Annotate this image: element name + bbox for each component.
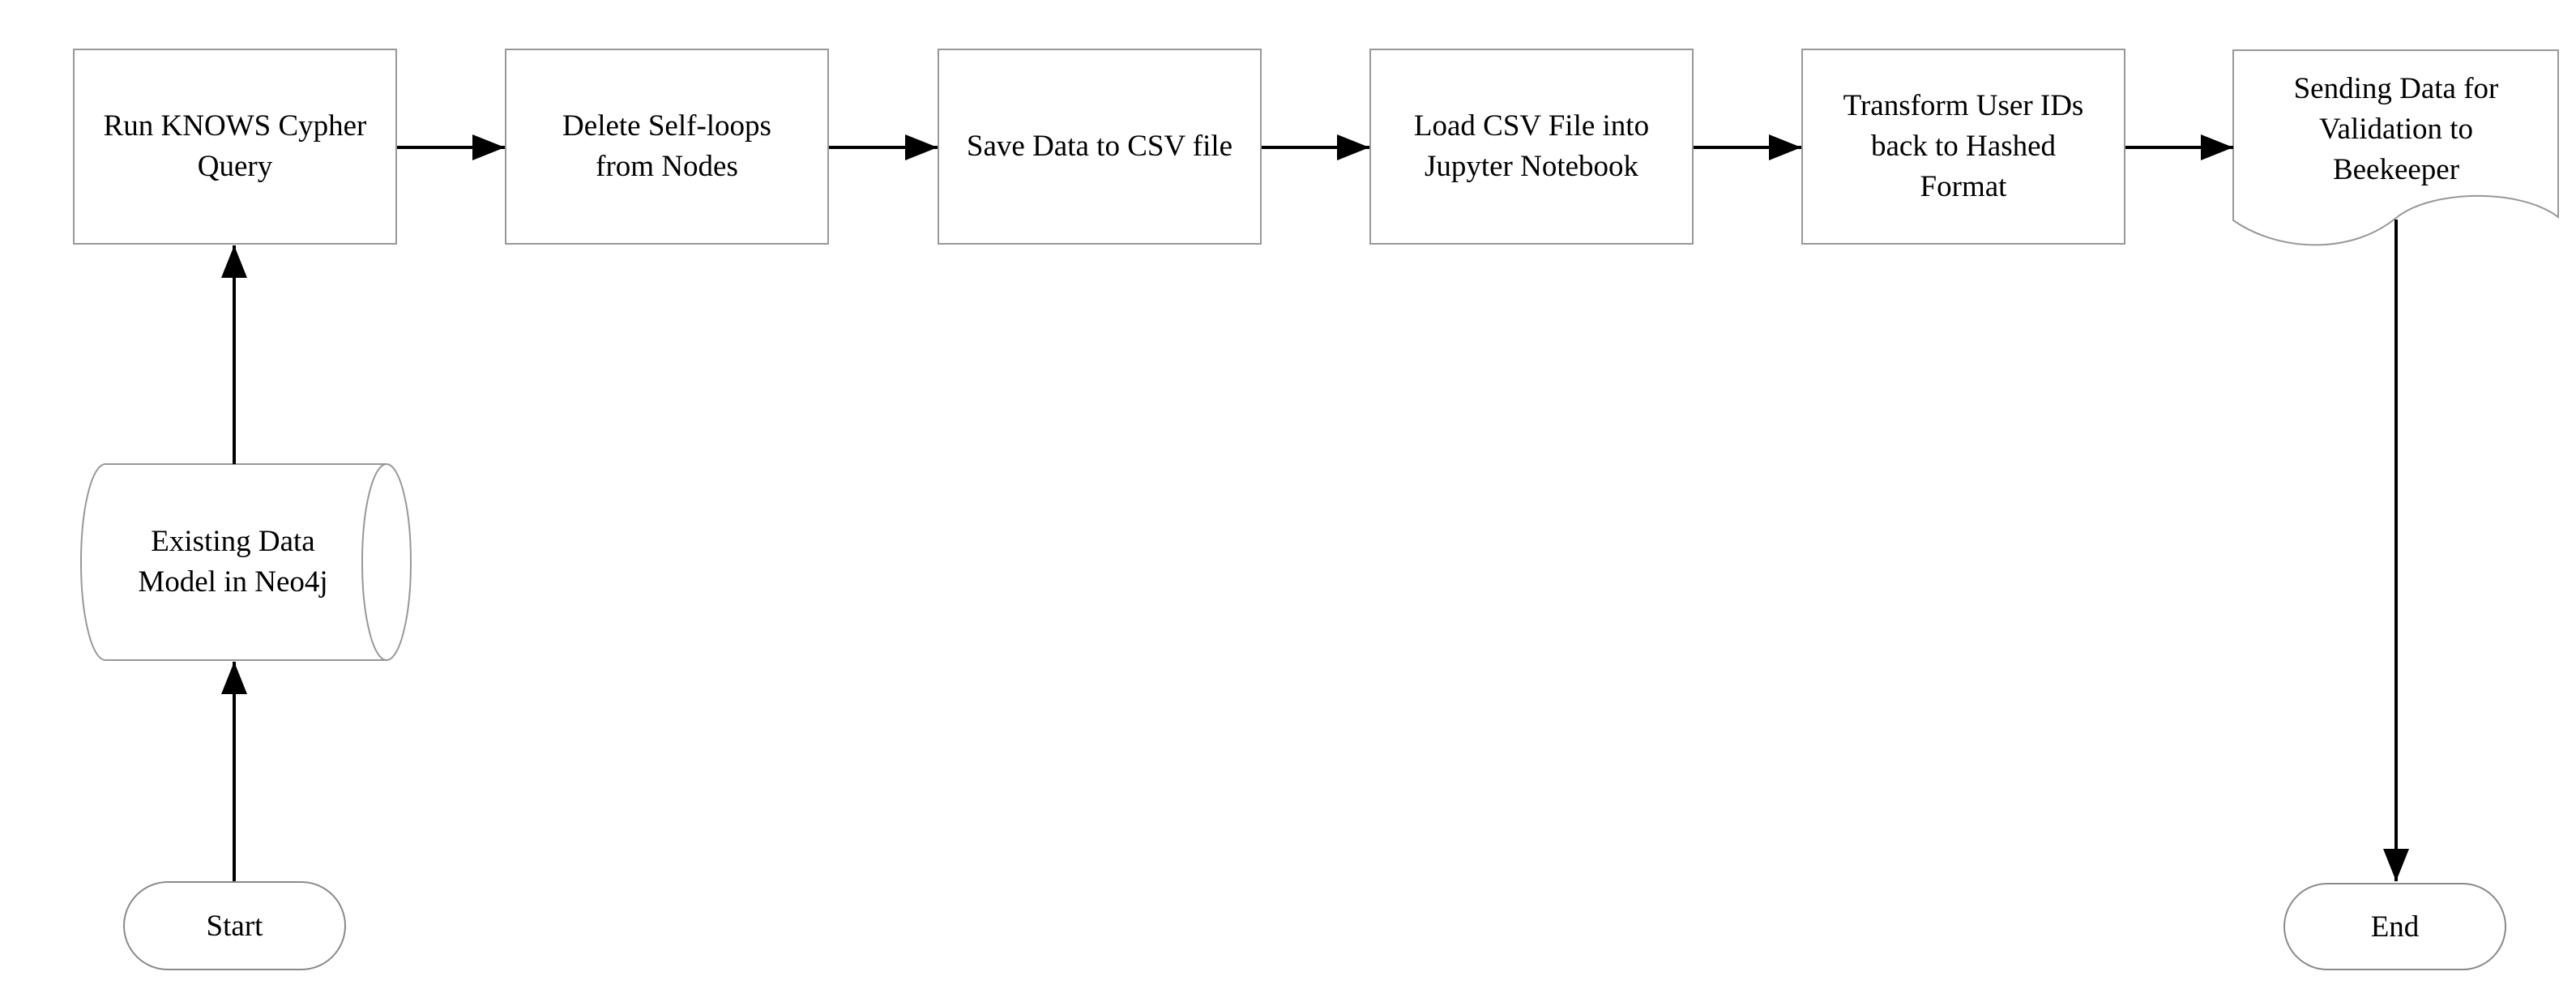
label-delete-self-loops: Delete Self-loops from Nodes xyxy=(562,109,771,183)
process-box-run-knows-cypher-query xyxy=(73,49,397,245)
label-save-data-to-csv: Save Data to CSV file xyxy=(966,130,1233,163)
label-run-knows-cypher-query: Run KNOWS Cypher Query xyxy=(103,109,367,183)
process-box-transform-user-ids xyxy=(1801,49,2125,245)
process-box-load-csv-into-jupyter xyxy=(1369,49,1694,245)
start-label: Start xyxy=(206,909,263,943)
end-terminator: End xyxy=(2283,883,2506,970)
label-sending-data-for-validation: Sending Data for Validation to Beekeeper xyxy=(2293,72,2499,186)
label-existing-data-model-neo4j: Existing Data Model in Neo4j xyxy=(138,525,328,599)
connector-arrows xyxy=(221,134,2409,881)
label-load-csv-into-jupyter: Load CSV File into Jupyter Notebook xyxy=(1413,109,1650,183)
document-shape-outline xyxy=(2232,49,2559,246)
process-box-save-data-to-csv xyxy=(938,49,1262,245)
start-terminator: Start xyxy=(123,881,346,970)
end-label: End xyxy=(2370,910,2420,944)
label-transform-user-ids: Transform User IDs back to Hashed Format xyxy=(1843,89,2084,203)
process-box-delete-self-loops xyxy=(505,49,829,245)
cylinder-shape-outline xyxy=(80,463,412,661)
